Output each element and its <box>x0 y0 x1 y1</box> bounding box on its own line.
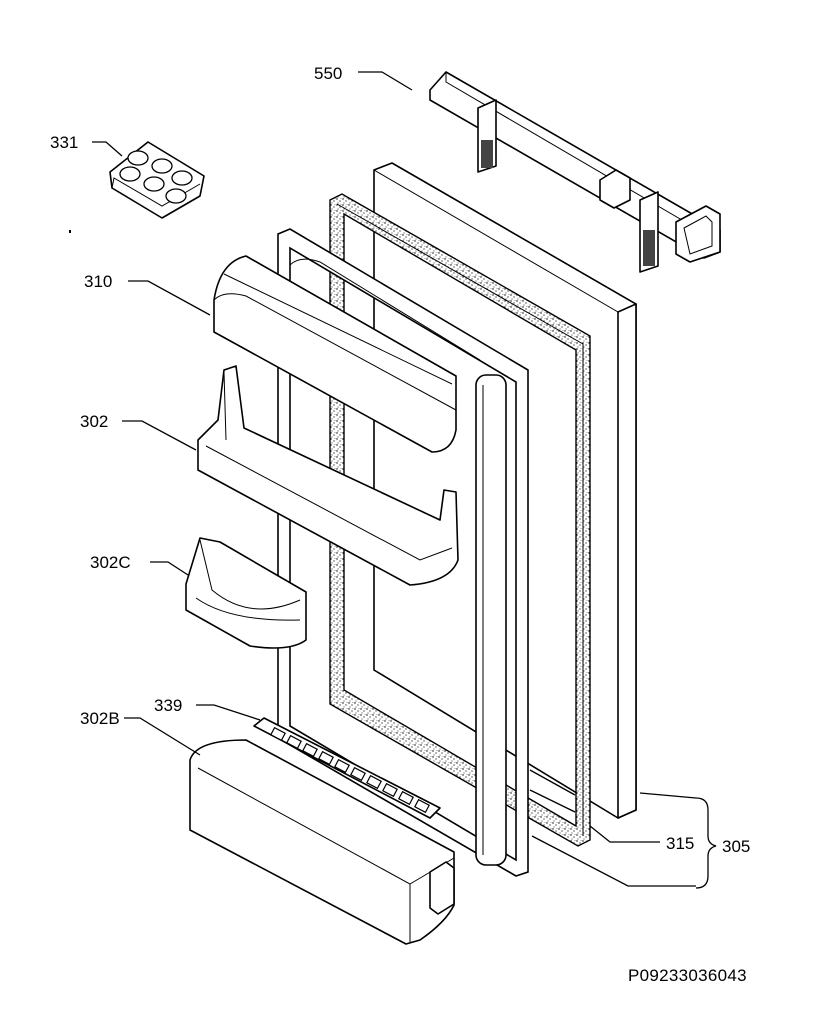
stray-mark <box>69 230 71 233</box>
part-331-egg-tray <box>109 141 205 219</box>
part-labels: 550 331 310 302 302C 339 302B 315 305 P0… <box>50 64 750 985</box>
part-302b-bottle-shelf <box>189 739 455 945</box>
part-310-flap-cover <box>213 255 457 453</box>
label-315: 315 <box>666 834 694 853</box>
label-302b: 302B <box>80 709 120 728</box>
leader-lines <box>92 71 717 889</box>
part-339-divider-rack <box>253 717 441 819</box>
diagram-reference-number: P09233036043 <box>628 966 747 985</box>
label-302: 302 <box>80 412 108 431</box>
part-302c-small-bin <box>185 537 307 649</box>
label-302c: 302C <box>90 553 131 572</box>
label-550: 550 <box>314 64 342 83</box>
label-331: 331 <box>50 133 78 152</box>
label-339: 339 <box>154 696 182 715</box>
label-305: 305 <box>722 837 750 856</box>
part-302-door-shelf <box>197 365 459 586</box>
label-310: 310 <box>84 272 112 291</box>
part-550-top-rail <box>429 71 721 273</box>
